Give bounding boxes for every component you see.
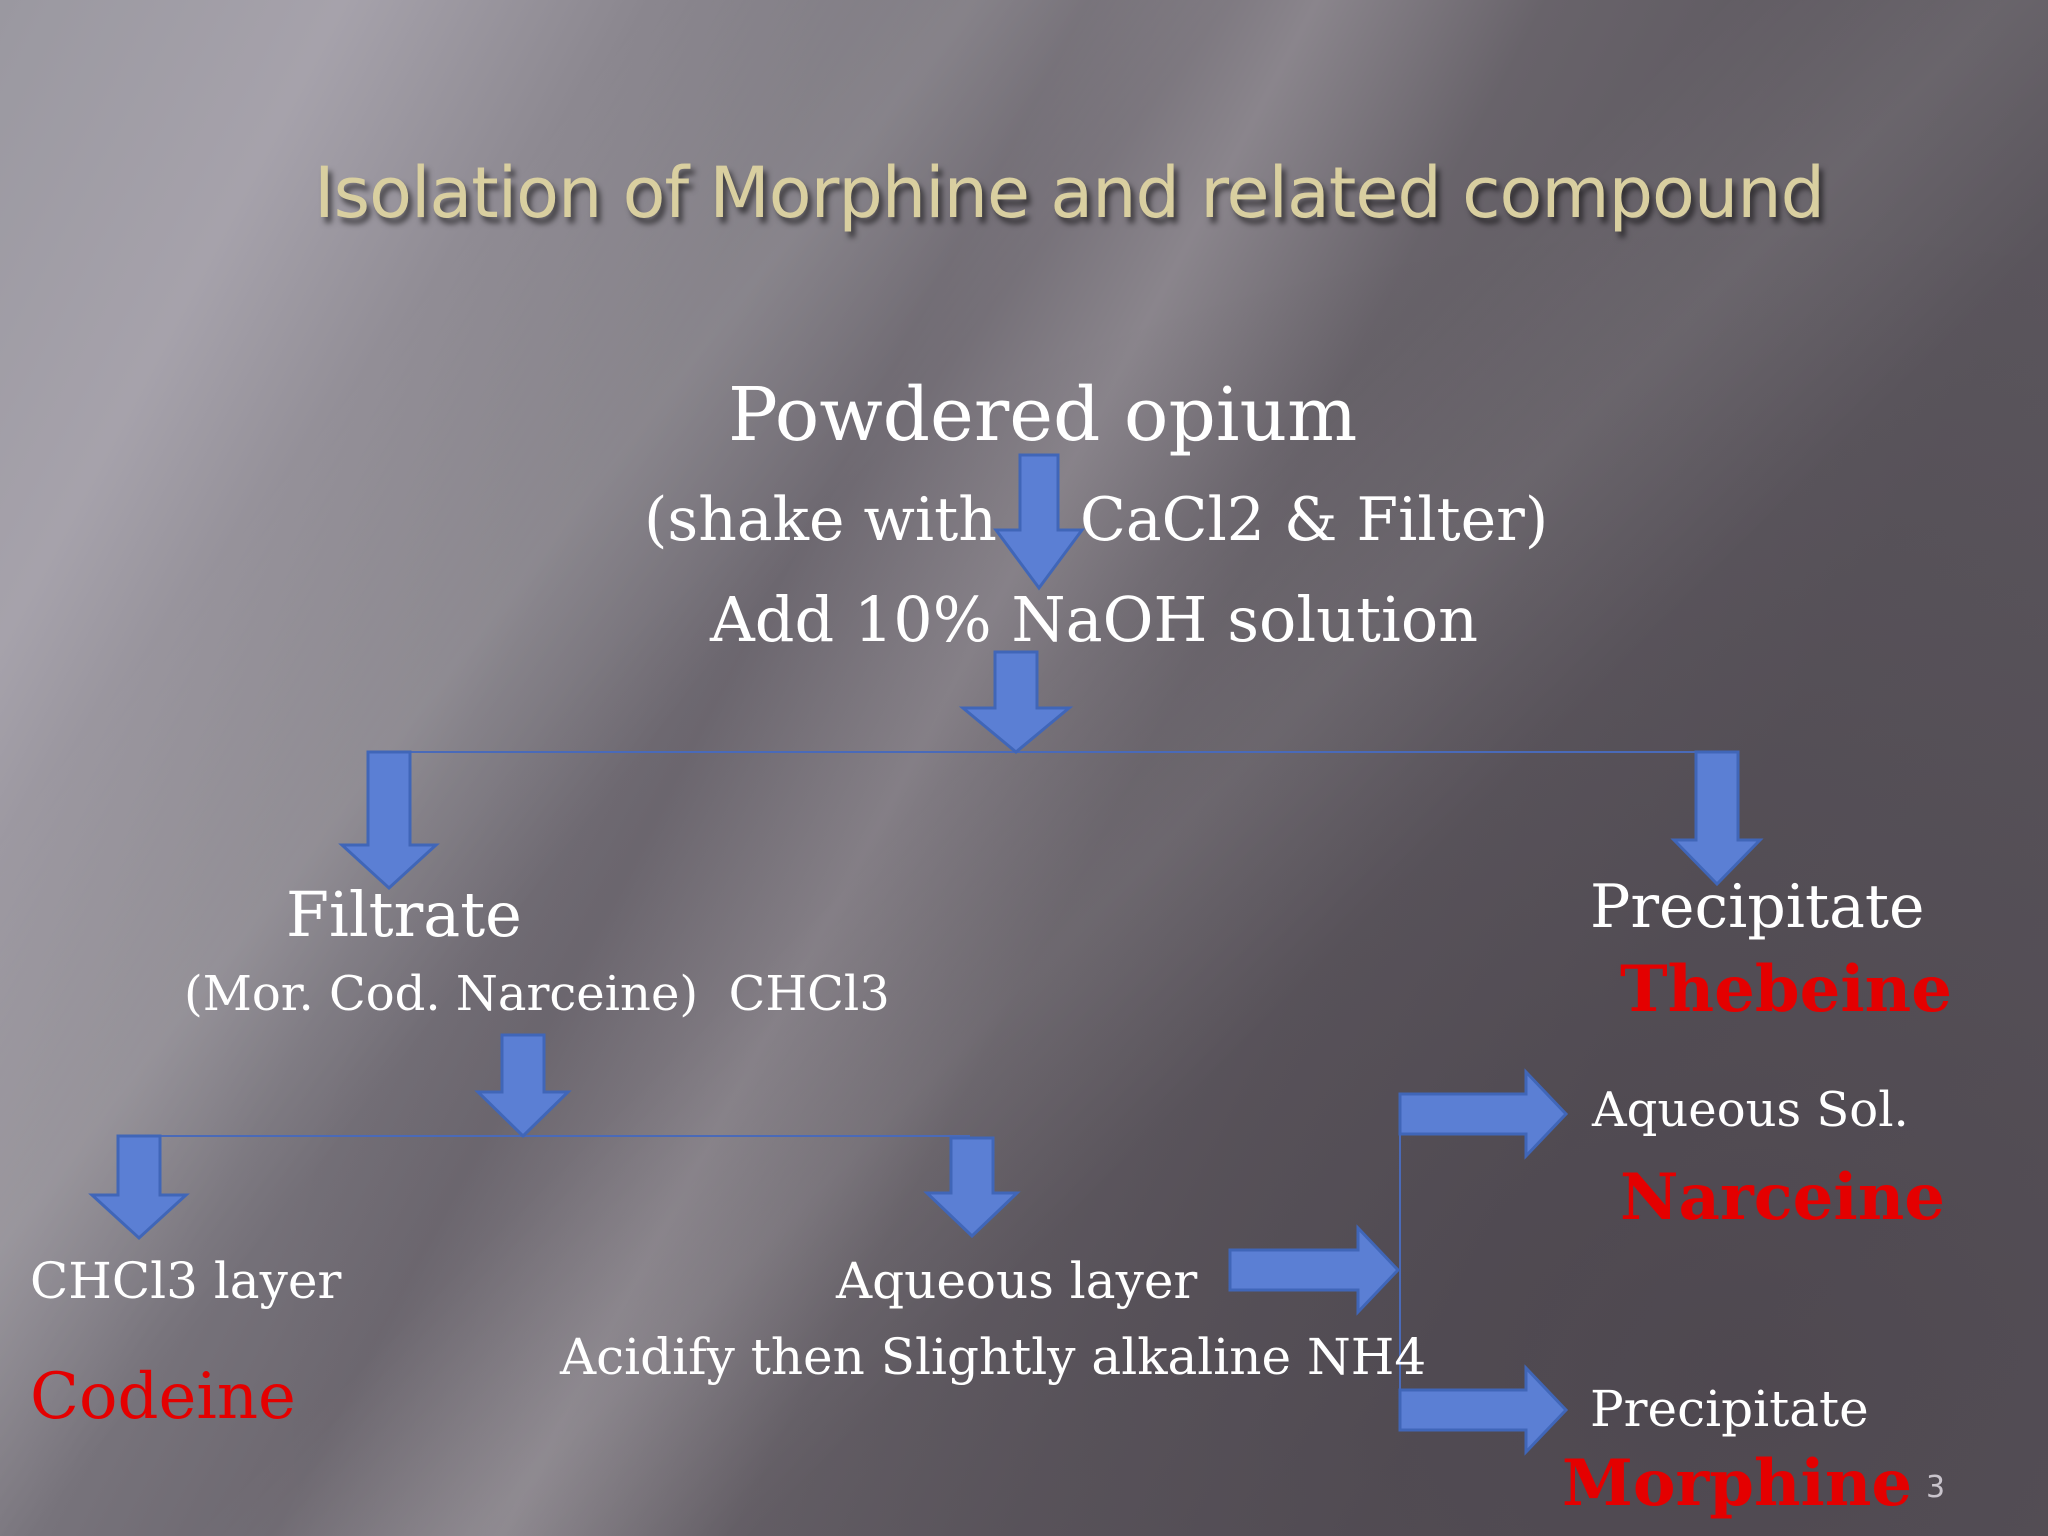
morphine-label: Morphine [1562,1446,1913,1521]
slide-title: Isolation of Morphine and related compou… [314,152,1825,234]
arrow-right-aqueous-sol [1398,1068,1569,1160]
add-naoh-label: Add 10% NaOH solution [710,583,1479,656]
arrow-down-filtrate [338,750,440,891]
powdered-opium-label: Powdered opium [728,372,1358,458]
arrow-down-chcl3 [474,1033,572,1139]
page-number: 3 [1926,1470,1946,1505]
arrow-down-2 [958,650,1074,754]
cacl2-filter-label: CaCl2 & Filter) [1080,485,1549,555]
chcl3-layer-label: CHCl3 layer [30,1252,342,1310]
arrow-right-precipitate [1398,1364,1569,1456]
filtrate-label: Filtrate [286,878,522,951]
precipitate-bottom-label: Precipitate [1590,1380,1869,1438]
arrow-down-1 [993,453,1085,591]
arrow-right-aqueous [1228,1224,1401,1316]
arrow-down-aqueous-layer [923,1136,1021,1239]
thebeine-label: Thebeine [1620,952,1952,1027]
aqueous-sol-label: Aqueous Sol. [1592,1082,1909,1138]
shake-with-label: (shake with [644,485,997,555]
codeine-label: Codeine [30,1360,296,1434]
aqueous-layer-label: Aqueous layer [836,1252,1198,1310]
precipitate-top-label: Precipitate [1590,872,1925,942]
narceine-label: Narceine [1620,1160,1945,1235]
acidify-label: Acidify then Slightly alkaline NH4 [560,1328,1427,1386]
filtrate-detail-label: (Mor. Cod. Narceine) CHCl3 [184,966,890,1022]
arrow-down-precipitate [1670,750,1764,887]
arrow-down-chcl3-layer [88,1134,190,1241]
